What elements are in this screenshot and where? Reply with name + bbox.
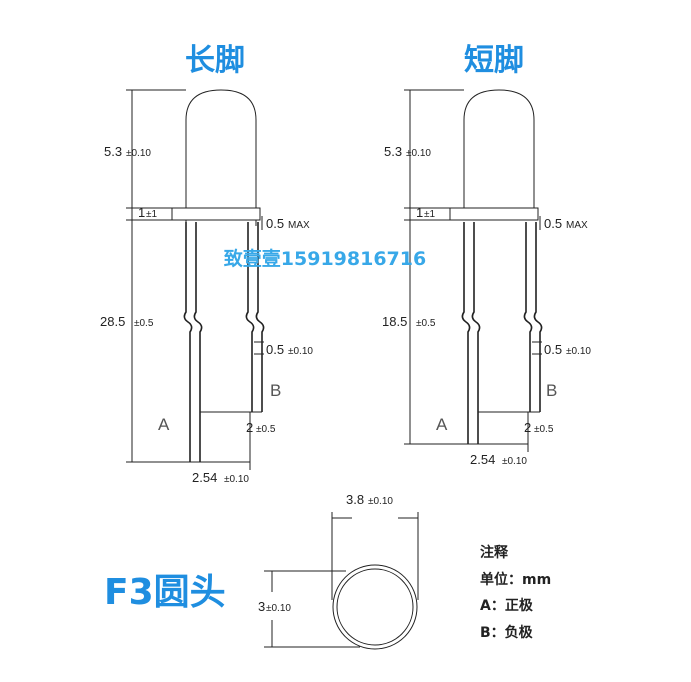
right-led-dome: [463, 89, 535, 208]
right-height-main: 5.3: [384, 144, 402, 159]
left-led-dome: [185, 89, 257, 208]
left-height-main: 5.3: [104, 144, 122, 159]
left-lead-a: [183, 222, 193, 462]
left-lead-length: 28.5: [100, 314, 125, 329]
left-led-diagram: 长脚 5.3 ±0.10 1 ±1 0.5 MAX 28.5: [100, 43, 313, 485]
left-lead-b: [245, 222, 255, 412]
left-led-flange: [171, 207, 261, 221]
left-lead-width-tol: ±0.10: [288, 346, 313, 357]
top-view-inner-tol: ±0.10: [266, 603, 291, 614]
inner-circle: [336, 568, 414, 646]
right-lead-a: [461, 222, 471, 444]
right-pin-a: A: [436, 415, 448, 434]
outer-circle: [332, 564, 418, 650]
left-pin-a: A: [158, 415, 170, 434]
right-lead-length: 18.5: [382, 314, 407, 329]
notes-cathode: B：负极: [480, 624, 534, 641]
left-pin-b: B: [270, 381, 281, 400]
left-lead-diff: 2: [246, 420, 253, 435]
right-title: 短脚: [464, 43, 524, 78]
right-lead-b: [523, 222, 533, 412]
left-lead-diff-tol: ±0.5: [256, 424, 276, 435]
left-height-main-tol: ±0.10: [126, 148, 151, 159]
notes-heading: 注释: [480, 544, 509, 561]
left-lead-length-tol: ±0.5: [134, 318, 154, 329]
left-flange-tol: ±1: [146, 209, 157, 220]
right-led-flange: [449, 207, 539, 221]
right-led-diagram: 短脚 5.3 ±0.10 1 ±1 0.5 MAX 18.5 ±0.5 0.5 …: [382, 43, 591, 467]
right-lead-width-tol: ±0.10: [566, 346, 591, 357]
top-view-title: F3圆头: [104, 572, 226, 613]
right-pitch-tol: ±0.10: [502, 456, 527, 467]
left-flange-thk-unit: MAX: [288, 220, 310, 231]
left-flange: 1: [138, 205, 145, 220]
right-lead-diff-tol: ±0.5: [534, 424, 554, 435]
top-view-diagram: F3圆头 3.8 ±0.10 3 ±0.10: [104, 492, 419, 650]
watermark-text: 致壹壹15919816716: [224, 247, 426, 270]
notes-unit: 单位：mm: [480, 571, 551, 588]
right-pitch: 2.54: [470, 452, 495, 467]
left-flange-thk: 0.5: [266, 216, 284, 231]
right-lead-length-tol: ±0.5: [416, 318, 436, 329]
right-flange-tol: ±1: [424, 209, 435, 220]
left-pitch-tol: ±0.10: [224, 474, 249, 485]
right-pin-b: B: [546, 381, 557, 400]
right-flange-thk: 0.5: [544, 216, 562, 231]
right-lead-width: 0.5: [544, 342, 562, 357]
left-lead-width: 0.5: [266, 342, 284, 357]
right-flange: 1: [416, 205, 423, 220]
right-flange-thk-unit: MAX: [566, 220, 588, 231]
top-view-diameter-tol: ±0.10: [368, 496, 393, 507]
top-view-inner: 3: [258, 599, 265, 614]
right-height-main-tol: ±0.10: [406, 148, 431, 159]
right-lead-diff: 2: [524, 420, 531, 435]
left-title: 长脚: [185, 43, 245, 78]
notes-block: 注释 单位：mm A：正极 B：负极: [480, 544, 551, 641]
notes-anode: A：正极: [480, 597, 534, 614]
left-pitch: 2.54: [192, 470, 217, 485]
top-view-diameter: 3.8: [346, 492, 364, 507]
